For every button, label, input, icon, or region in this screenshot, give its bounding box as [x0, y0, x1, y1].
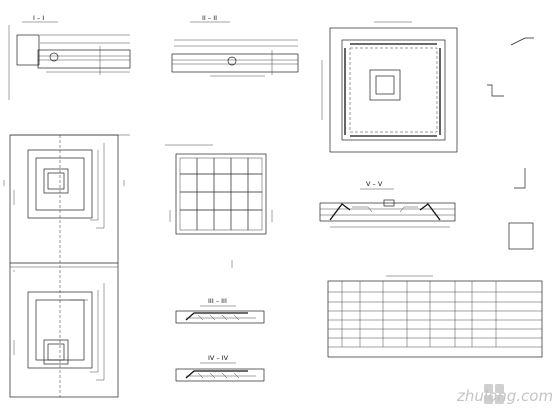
rebar-details-drawing: [487, 37, 534, 250]
top-right-plan-drawing: [321, 21, 458, 153]
table-grid: [328, 281, 542, 348]
watermark-logo-icon: [484, 384, 504, 404]
section-4-4-drawing: IV – IV: [175, 354, 265, 382]
section-4-4-title: IV – IV: [208, 354, 229, 362]
section-2-2-drawing: II – II: [171, 14, 299, 77]
watermark-text: zhulong.com: [456, 387, 553, 405]
main-plan-drawing: [3, 134, 130, 398]
quantity-table: [327, 275, 543, 358]
section-1-1-drawing: I – I: [8, 14, 131, 100]
section-5-5-drawing: V – V: [319, 180, 456, 228]
section-3-3-drawing: III – III: [175, 297, 265, 324]
section-1-1-title: I – I: [33, 14, 44, 22]
watermark: zhulong.com: [456, 384, 553, 405]
section-5-5-title: V – V: [366, 180, 383, 188]
grid-plan-drawing: [165, 144, 273, 268]
section-3-3-title: III – III: [208, 297, 227, 305]
section-2-2-title: II – II: [202, 14, 217, 22]
